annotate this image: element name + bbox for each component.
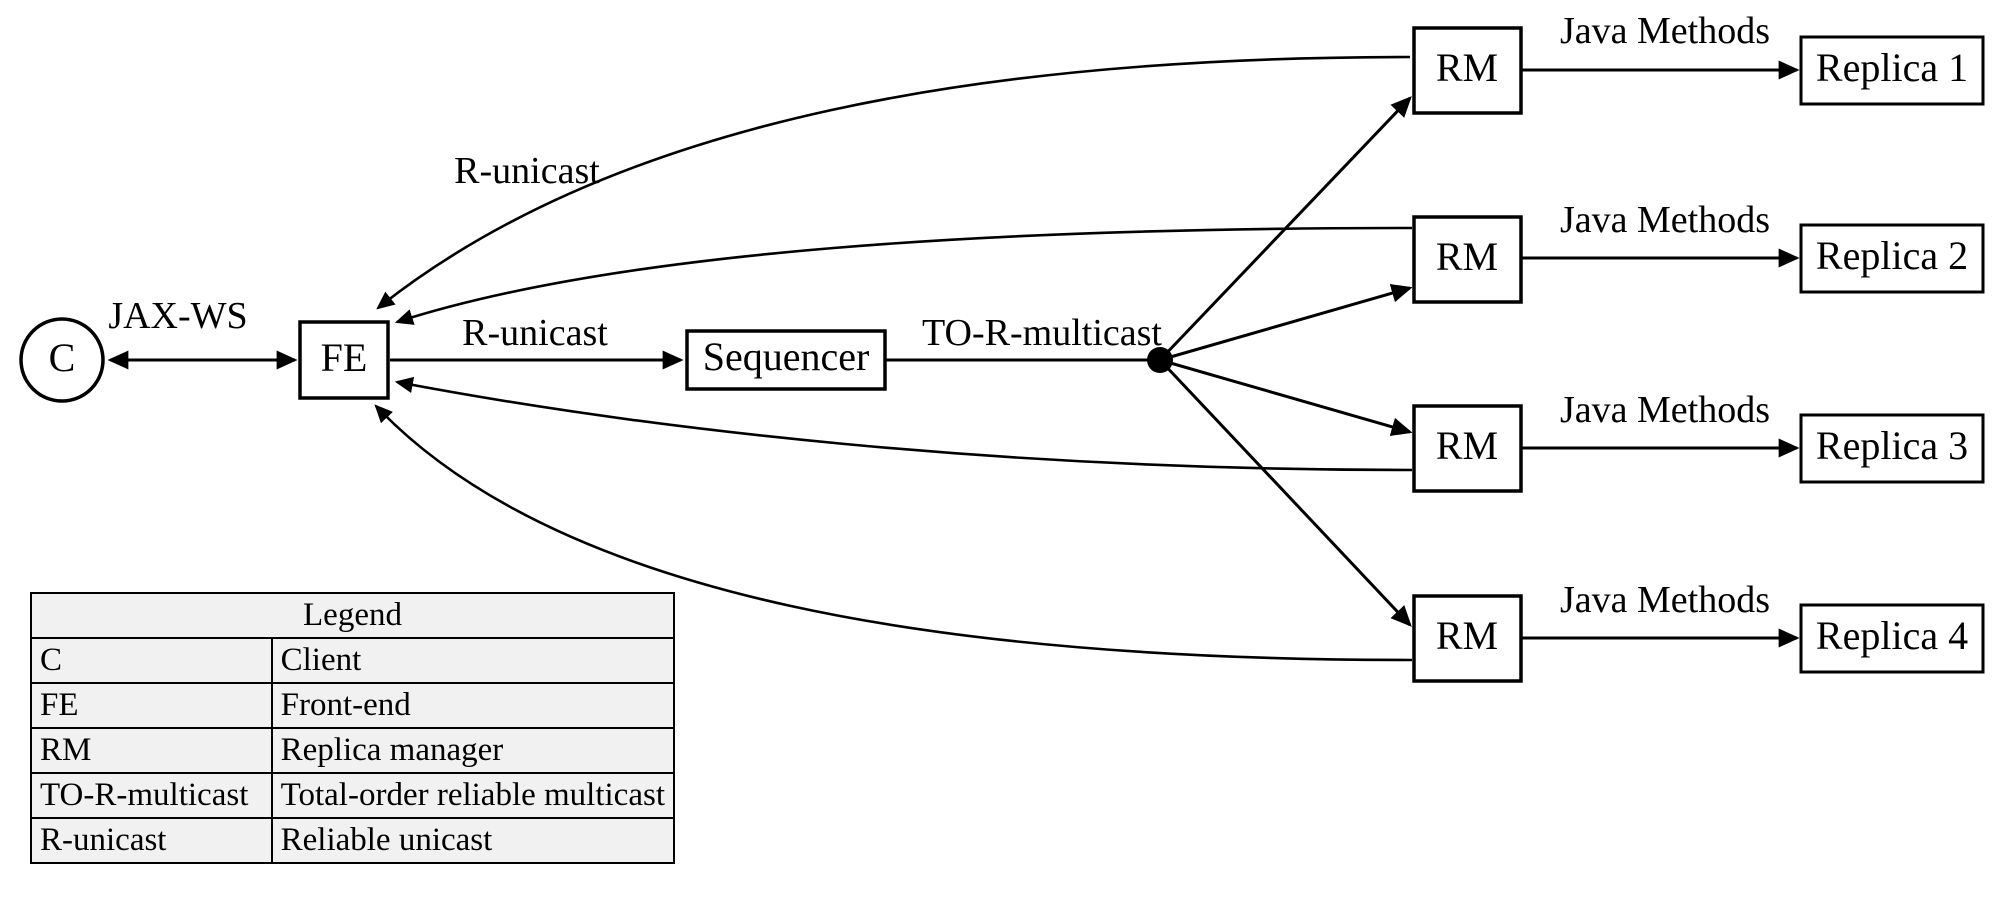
edge-label-rm-return: R-unicast — [454, 150, 600, 192]
legend-row: FE Front-end — [30, 681, 676, 729]
node-rm-2[interactable] — [1412, 215, 1523, 304]
legend-row: R-unicast Reliable unicast — [30, 816, 676, 864]
node-rm-2-label: RM — [1436, 234, 1498, 279]
edge-rm-2-frontend-return — [394, 226, 1413, 325]
legend-value: Client — [270, 636, 676, 684]
node-rm-3[interactable] — [1412, 404, 1523, 493]
legend-title: Legend — [30, 592, 675, 639]
legend-key: FE — [30, 681, 273, 729]
edge-label-jax-ws: JAX-WS — [108, 295, 247, 337]
legend-title-row: Legend — [30, 592, 675, 639]
legend-table: Legend C Client FE Front-end RM Replica … — [30, 592, 676, 864]
edge-label-java-methods-1: Java Methods — [1560, 10, 1770, 52]
legend-value: Total-order reliable multicast — [270, 771, 676, 819]
legend-key: RM — [30, 726, 273, 774]
edge-rm-4-frontend-return — [374, 404, 1413, 662]
legend-row: TO-R-multicast Total-order reliable mult… — [30, 771, 676, 819]
edge-hub-rm-3 — [1159, 358, 1413, 436]
node-frontend-label: FE — [321, 335, 368, 380]
node-rm-1[interactable] — [1412, 26, 1523, 115]
node-replica-2-label: Replica 2 — [1816, 233, 1968, 278]
node-replica-3[interactable] — [1799, 413, 1985, 484]
edge-label-to-r-multicast: TO-R-multicast — [922, 312, 1162, 354]
multicast-hub-dot — [1147, 347, 1173, 373]
node-sequencer-label: Sequencer — [703, 334, 870, 379]
legend-row: RM Replica manager — [30, 726, 676, 774]
edge-label-java-methods-2: Java Methods — [1560, 199, 1770, 241]
legend-value: Front-end — [270, 681, 676, 729]
legend-value: Replica manager — [270, 726, 676, 774]
node-rm-1-label: RM — [1436, 45, 1498, 90]
node-rm-4-label: RM — [1436, 613, 1498, 658]
node-rm-4[interactable] — [1412, 594, 1523, 683]
legend-key: C — [30, 636, 273, 684]
node-frontend[interactable] — [298, 320, 390, 400]
edge-rm-3-frontend-return — [394, 376, 1413, 472]
node-replica-4-label: Replica 4 — [1816, 613, 1968, 658]
edge-hub-rm-4 — [1158, 358, 1412, 627]
edge-label-java-methods-4: Java Methods — [1560, 579, 1770, 621]
legend-body: Legend C Client FE Front-end RM Replica … — [30, 592, 676, 864]
node-sequencer[interactable] — [685, 329, 887, 391]
node-replica-4[interactable] — [1799, 603, 1985, 674]
node-replica-2[interactable] — [1799, 223, 1985, 294]
edge-label-java-methods-3: Java Methods — [1560, 389, 1770, 431]
node-replica-1[interactable] — [1799, 35, 1985, 106]
legend-row: C Client — [30, 636, 676, 684]
node-replica-3-label: Replica 3 — [1816, 423, 1968, 468]
edge-hub-rm-2 — [1159, 284, 1413, 362]
node-rm-3-label: RM — [1436, 423, 1498, 468]
edge-rm-1-frontend-return — [376, 55, 1411, 310]
legend-key: TO-R-multicast — [30, 771, 273, 819]
edge-label-fe-sequencer: R-unicast — [462, 312, 608, 354]
node-client[interactable] — [19, 317, 105, 403]
legend-value: Reliable unicast — [270, 816, 676, 864]
node-client-label: C — [49, 335, 76, 380]
node-replica-1-label: Replica 1 — [1816, 45, 1968, 90]
legend-key: R-unicast — [30, 816, 273, 864]
